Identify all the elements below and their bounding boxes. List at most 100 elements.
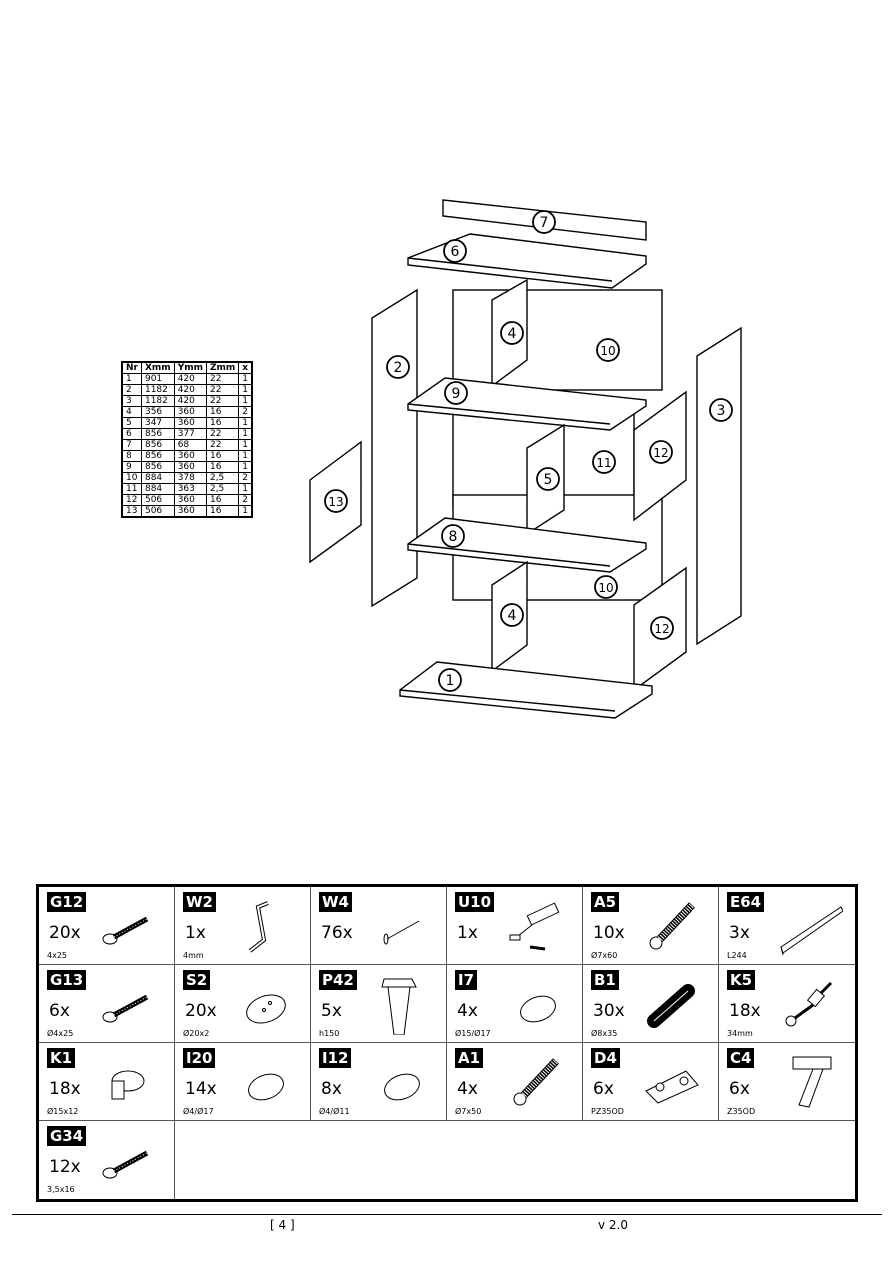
table-cell: 360 [173,461,207,473]
callout-number: 8 [449,529,458,545]
callout-number: 5 [544,472,553,488]
part-callout: 11 [592,450,616,474]
size-spec: Ø15x12 [47,1107,79,1116]
table-cell: 1 [238,439,253,451]
quantity: 8x [321,1079,342,1099]
table-cell: 13 [121,505,142,518]
callout-number: 12 [654,622,669,636]
part-code: G13 [47,970,87,990]
panel-2 [371,288,418,608]
part-callout: 7 [532,210,556,234]
hardware-item-g12: G12 20x 4x25 [39,887,175,965]
table-cell: 1 [238,450,253,462]
hardware-item-i20: I20 14x Ø4/Ø17 [175,1043,311,1121]
hardware-item-i12: I12 8x Ø4/Ø11 [311,1043,447,1121]
screw-icon [102,1150,149,1179]
part-callout: 10 [596,338,620,362]
table-cell: 420 [173,373,207,385]
quantity: 30x [593,1001,625,1021]
table-cell: 1 [238,395,253,407]
size-spec: 4mm [183,951,204,960]
table-cell: 2,5 [205,472,240,484]
quantity: 10x [593,923,625,943]
size-spec: Ø7x60 [591,951,618,960]
empty-cell [175,1121,855,1199]
screw-icon [102,916,149,945]
table-cell: 5 [121,417,142,429]
table-cell: 1 [238,384,253,396]
hardware-item-p42: P42 5x h150 [311,965,447,1043]
size-spec: Ø15/Ø17 [455,1029,491,1038]
table-cell: 360 [173,417,207,429]
callout-number: 4 [508,608,517,624]
quantity: 6x [593,1079,614,1099]
size-spec: h150 [319,1029,340,1038]
table-cell: 7 [121,439,142,451]
size-spec: 34mm [727,1029,753,1038]
quantity: 12x [49,1157,81,1177]
table-cell: 856 [140,461,175,473]
hardware-item-e64: E64 3x L244 [719,887,855,965]
hardware-item-d4: D4 6x PZ35OD [583,1043,719,1121]
washer-icon [246,994,286,1024]
quantity: 20x [185,1001,217,1021]
part-code: I12 [319,1048,352,1068]
hinge-plate-icon [645,1070,699,1104]
table-cell: 884 [140,483,175,495]
callout-number: 10 [598,581,613,595]
quantity: 18x [729,1001,761,1021]
table-cell: 363 [173,483,207,495]
table-cell: 1 [121,373,142,385]
table-cell: 856 [140,439,175,451]
hardware-item-k1: K1 18x Ø15x12 [39,1043,175,1121]
table-cell: 1 [238,373,253,385]
table-cell: 1 [238,428,253,440]
part-callout: 2 [386,355,410,379]
column-header: Zmm [205,361,240,374]
panel-6-edge [407,257,613,282]
part-callout: 8 [441,524,465,548]
column-header: Ymm [173,361,207,374]
table-cell: 10 [121,472,142,484]
table-cell: 22 [205,373,240,385]
confirmat-icon [649,902,695,950]
size-spec: Ø7x50 [455,1107,482,1116]
callout-number: 6 [451,244,460,260]
quantity: 18x [49,1079,81,1099]
size-spec: PZ35OD [591,1107,624,1116]
table-cell: 22 [205,439,240,451]
table-cell: 506 [140,505,175,518]
quantity: 1x [457,923,478,943]
quantity: 3x [729,923,750,943]
cam-lock-icon [111,1070,145,1100]
table-cell: 8 [121,450,142,462]
hardware-item-g13: G13 6x Ø4x25 [39,965,175,1043]
table-cell: 16 [205,406,240,418]
panel-1-edge [399,689,616,712]
part-code: P42 [319,970,357,990]
size-spec: Z35OD [727,1107,756,1116]
size-spec: Ø4/Ø11 [319,1107,350,1116]
page-number: [ 4 ] [270,1218,295,1232]
callout-number: 9 [452,386,461,402]
table-cell: 3 [121,395,142,407]
table-cell: 506 [140,494,175,506]
hardware-item-w2: W2 1x 4mm [175,887,311,965]
part-code: D4 [591,1048,620,1068]
callout-number: 7 [540,215,549,231]
table-cell: 901 [140,373,175,385]
version-label: v 2.0 [598,1218,628,1232]
part-code: I7 [455,970,478,990]
leg-icon [381,978,417,1035]
quantity: 1x [185,923,206,943]
